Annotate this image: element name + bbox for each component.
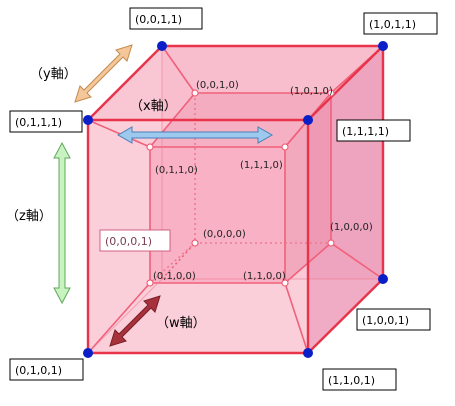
label-1011: (1,0,1,1) [369,18,416,31]
w-axis-arrow [109,295,161,347]
vertex-0101 [83,348,93,358]
vertex-1101 [303,348,313,358]
outer-vertex-labels: (0,0,1,1) (1,0,1,1) (0,1,1,1) (1,1,1,1) … [9,7,438,391]
label-1101: (1,1,0,1) [328,374,375,387]
x-axis-arrow [116,126,274,144]
label-1110: (1,1,1,0) [240,160,283,171]
vertex-0110 [146,143,154,151]
label-1111: (1,1,1,1) [342,125,389,138]
z-axis-label: （z軸） [6,209,52,224]
label-1001: (1,0,0,1) [362,314,409,327]
label-0111: (0,1,1,1) [15,116,62,129]
vertex-1100 [281,279,289,287]
vertex-1111 [303,115,313,125]
vertex-1011 [378,41,388,51]
x-axis-label: （x軸） [130,99,177,114]
label-0001: (0,0,0,1) [105,235,152,248]
inner-front-face [150,147,285,283]
label-1010: (1,0,1,0) [290,86,333,97]
vertex-1110 [281,143,289,151]
label-1100: (1,1,0,0) [243,271,286,282]
label-1000: (1,0,0,0) [330,222,373,233]
y-axis-arrow [74,44,133,103]
inner-hidden-edges [149,93,331,284]
vertex-0011 [157,41,167,51]
vertex-1010 [327,89,335,97]
label-0101: (0,1,0,1) [15,364,62,377]
vertex-1001 [378,274,388,284]
label-0110: (0,1,1,0) [155,165,198,176]
label-0010: (0,0,1,0) [196,80,239,91]
vertex-0000 [191,239,199,247]
inner-vertex-labels: (0,0,1,0) (1,0,1,0) (0,1,1,0) (1,1,1,0) … [153,80,373,282]
vertex-0010 [191,89,199,97]
inner-vertices [146,89,335,287]
connecting-edges [87,45,384,354]
w-axis-label: （w軸） [156,316,206,331]
outer-vertices [83,41,388,358]
y-axis-label: （y軸） [30,67,77,82]
label-0000: (0,0,0,0) [203,229,246,240]
z-axis-arrow [53,141,71,305]
vertex-1000 [327,239,335,247]
vertex-0100 [146,279,154,287]
label-0100: (0,1,0,0) [153,271,196,282]
vertex-0111 [83,115,93,125]
label-0011: (0,0,1,1) [135,13,182,26]
